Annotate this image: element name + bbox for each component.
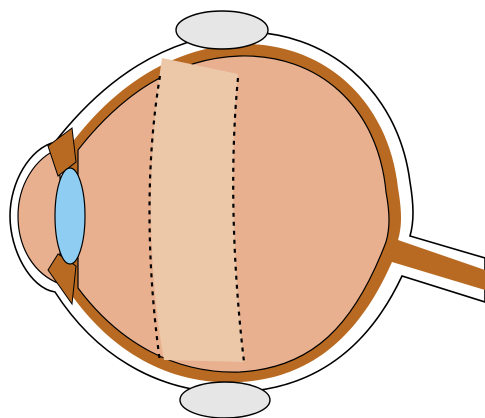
muscle-bottom xyxy=(180,382,270,418)
lens xyxy=(55,168,85,264)
muscle-top xyxy=(176,11,268,49)
focal-band xyxy=(151,58,244,362)
